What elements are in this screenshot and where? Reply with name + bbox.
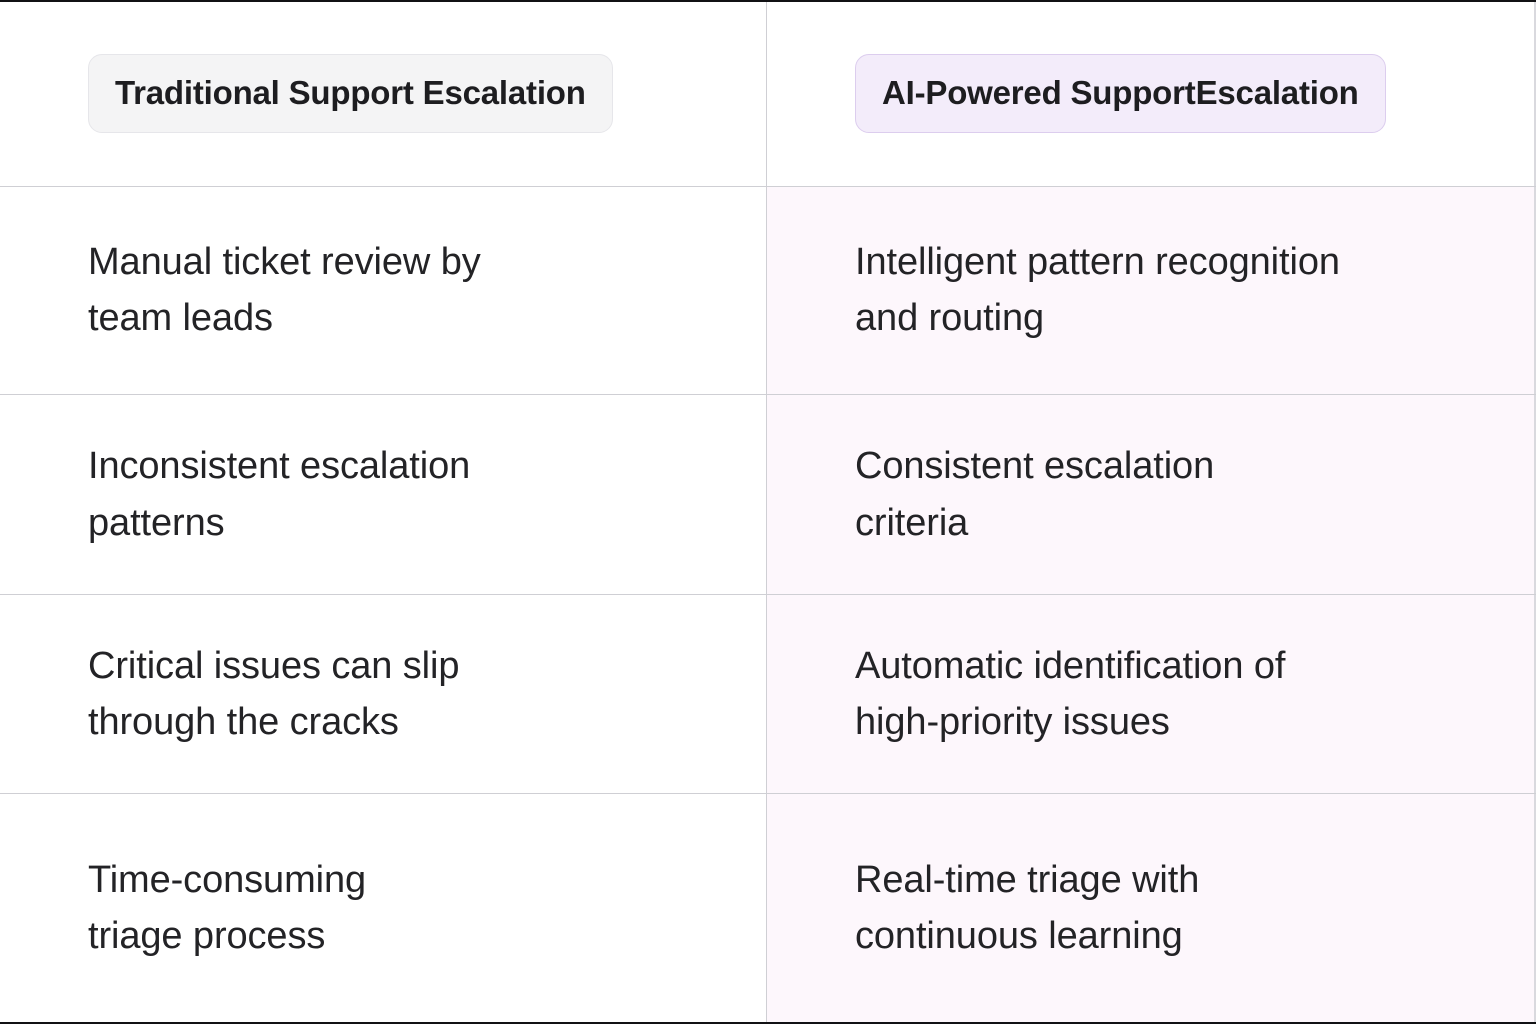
cell-ai-4: Real-time triage with continuous learnin… [767, 794, 1536, 1022]
table-row: Inconsistent escalation patterns Consist… [0, 395, 1536, 595]
cell-traditional-3: Critical issues can slip through the cra… [0, 594, 767, 794]
table-header-row: Traditional Support Escalation AI-Powere… [0, 2, 1536, 187]
cell-text: Critical issues can slip through the cra… [88, 644, 460, 744]
column-header-ai: AI-Powered SupportEscalation [855, 54, 1386, 134]
table-row: Time-consuming triage process Real-time … [0, 794, 1536, 1022]
cell-traditional-4: Time-consuming triage process [0, 794, 767, 1022]
cell-text: Inconsistent escalation patterns [88, 445, 471, 544]
table-row: Critical issues can slip through the cra… [0, 594, 1536, 795]
cell-text: Time-consuming triage process [88, 858, 367, 958]
cell-traditional-2: Inconsistent escalation patterns [0, 395, 767, 594]
cell-text: Automatic identification of high-priorit… [855, 644, 1286, 744]
table-row: Manual ticket review by team leads Intel… [0, 186, 1536, 396]
column-header-traditional: Traditional Support Escalation [88, 54, 613, 134]
cell-ai-3: Automatic identification of high-priorit… [767, 594, 1536, 794]
cell-text: Manual ticket review by team leads [88, 241, 481, 340]
cell-text: Consistent escalation criteria [855, 445, 1215, 544]
header-cell-ai: AI-Powered SupportEscalation [767, 2, 1536, 186]
header-cell-traditional: Traditional Support Escalation [0, 2, 767, 186]
cell-text: Intelligent pattern recognition and rout… [855, 241, 1340, 340]
cell-ai-2: Consistent escalation criteria [767, 395, 1536, 594]
cell-traditional-1: Manual ticket review by team leads [0, 186, 767, 395]
cell-ai-1: Intelligent pattern recognition and rout… [767, 186, 1536, 395]
cell-text: Real-time triage with continuous learnin… [855, 858, 1200, 958]
